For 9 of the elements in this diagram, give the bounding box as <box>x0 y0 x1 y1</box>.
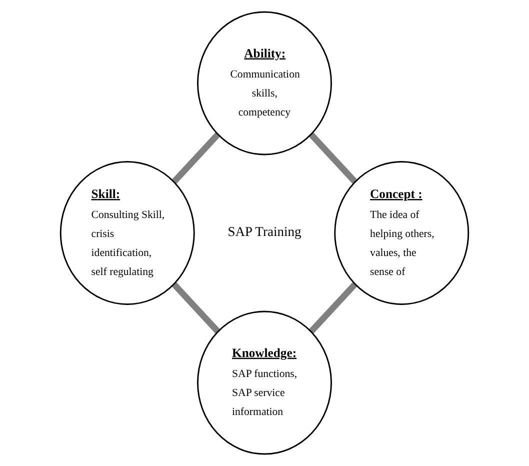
node-circle: Skill: Consulting Skill, crisis identification, self regulating <box>60 161 195 305</box>
connector <box>308 132 358 184</box>
connector <box>172 132 220 184</box>
node-circle: Ability: Communication skills, competency <box>197 11 332 156</box>
connector <box>308 282 358 334</box>
node-circle: Knowledge: SAP functions, SAP service information <box>197 310 332 455</box>
connector <box>172 282 220 334</box>
label: SAP Training <box>228 224 302 240</box>
node-circle: Concept : The idea of helping others, values, the sense of <box>334 161 470 305</box>
